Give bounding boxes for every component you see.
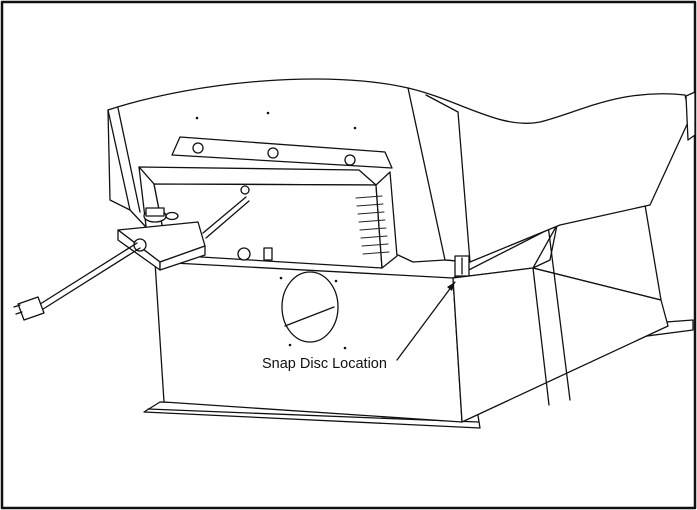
ground-lug [263, 247, 273, 261]
callout-leader [396, 281, 456, 361]
box-screw [240, 185, 250, 195]
access-hole [279, 271, 347, 350]
cord-grip [133, 238, 147, 252]
power-plug [13, 296, 45, 321]
vent-grille [355, 195, 390, 255]
gland-fitting [237, 247, 251, 261]
pedestal [154, 204, 669, 423]
cord-to-box [202, 196, 250, 239]
callout-arrowhead [447, 282, 455, 291]
panel-screw [192, 142, 204, 154]
panel-screw [267, 147, 279, 159]
rear-panel [171, 111, 393, 169]
power-cord [36, 242, 141, 312]
snap-disc [454, 255, 470, 277]
panel-screw [344, 154, 356, 166]
snap-disc-location-label: Snap Disc Location [262, 356, 387, 372]
switch-box [117, 207, 206, 271]
